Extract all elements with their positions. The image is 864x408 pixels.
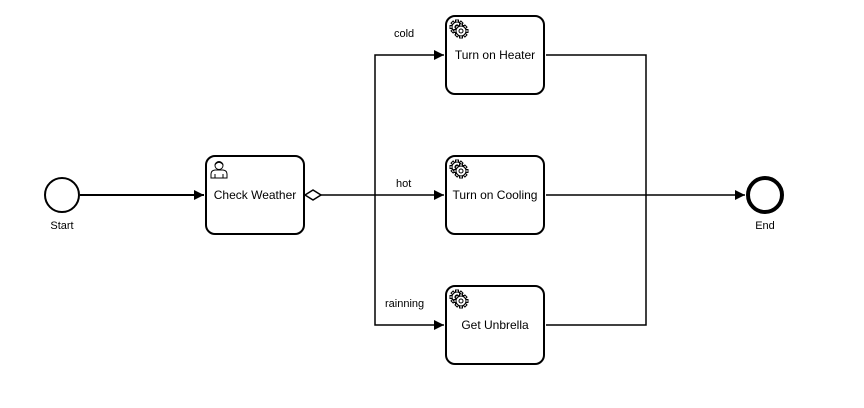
default-flow-diamond <box>303 189 323 201</box>
task-get-umbrella-label: Get Unbrella <box>461 318 529 332</box>
flow-check-weather-to-heater[interactable] <box>374 50 444 195</box>
task-turn-on-heater-label: Turn on Heater <box>454 48 536 62</box>
task-check-weather-label: Check Weather <box>213 188 297 202</box>
gear-icon <box>449 289 469 309</box>
gear-icon <box>449 159 469 179</box>
gear-icon <box>449 19 469 39</box>
task-turn-on-heater[interactable]: Turn on Heater <box>445 15 545 95</box>
start-event[interactable] <box>44 177 80 213</box>
flow-heater-to-end[interactable] <box>546 54 647 195</box>
task-turn-on-cooling[interactable]: Turn on Cooling <box>445 155 545 235</box>
condition-label-cold: cold <box>394 28 415 40</box>
condition-label-raining: rainning <box>385 298 425 310</box>
user-icon <box>210 161 228 179</box>
task-turn-on-cooling-label: Turn on Cooling <box>452 188 538 202</box>
start-event-label: Start <box>50 220 74 232</box>
end-event-label: End <box>755 220 775 232</box>
flow-umbrella-to-end[interactable] <box>546 195 647 326</box>
flow-check-weather-to-umbrella[interactable] <box>374 195 444 330</box>
condition-label-hot: hot <box>396 178 412 190</box>
task-check-weather[interactable]: Check Weather <box>205 155 305 235</box>
end-event[interactable] <box>746 176 784 214</box>
task-get-umbrella[interactable]: Get Unbrella <box>445 285 545 365</box>
